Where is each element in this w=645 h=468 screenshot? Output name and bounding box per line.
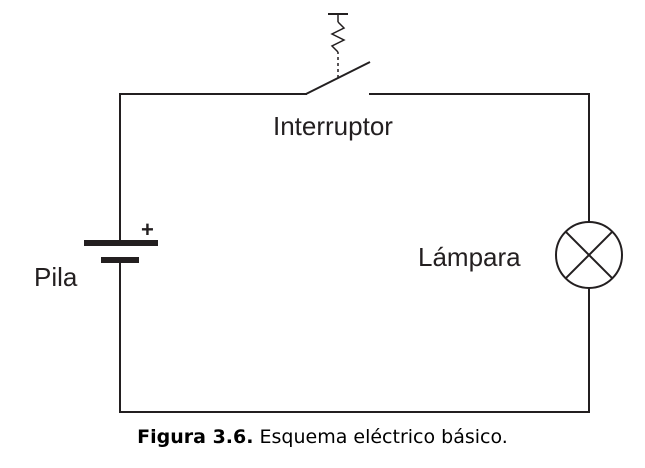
figure-caption: Figura 3.6. Esquema eléctrico básico. [0, 426, 645, 448]
lamp-label: Lámpara [418, 242, 521, 272]
switch-actuator-spring [330, 21, 346, 53]
battery-polarity-label: + [141, 217, 154, 242]
switch-label: Interruptor [273, 111, 393, 141]
battery-label: Pila [34, 262, 78, 292]
figure-caption-text: Esquema eléctrico básico. [259, 426, 508, 448]
battery-negative-plate [101, 257, 139, 263]
lamp-icon [555, 221, 623, 289]
battery-positive-plate [84, 240, 158, 246]
figure-number: Figura 3.6. [137, 426, 254, 448]
